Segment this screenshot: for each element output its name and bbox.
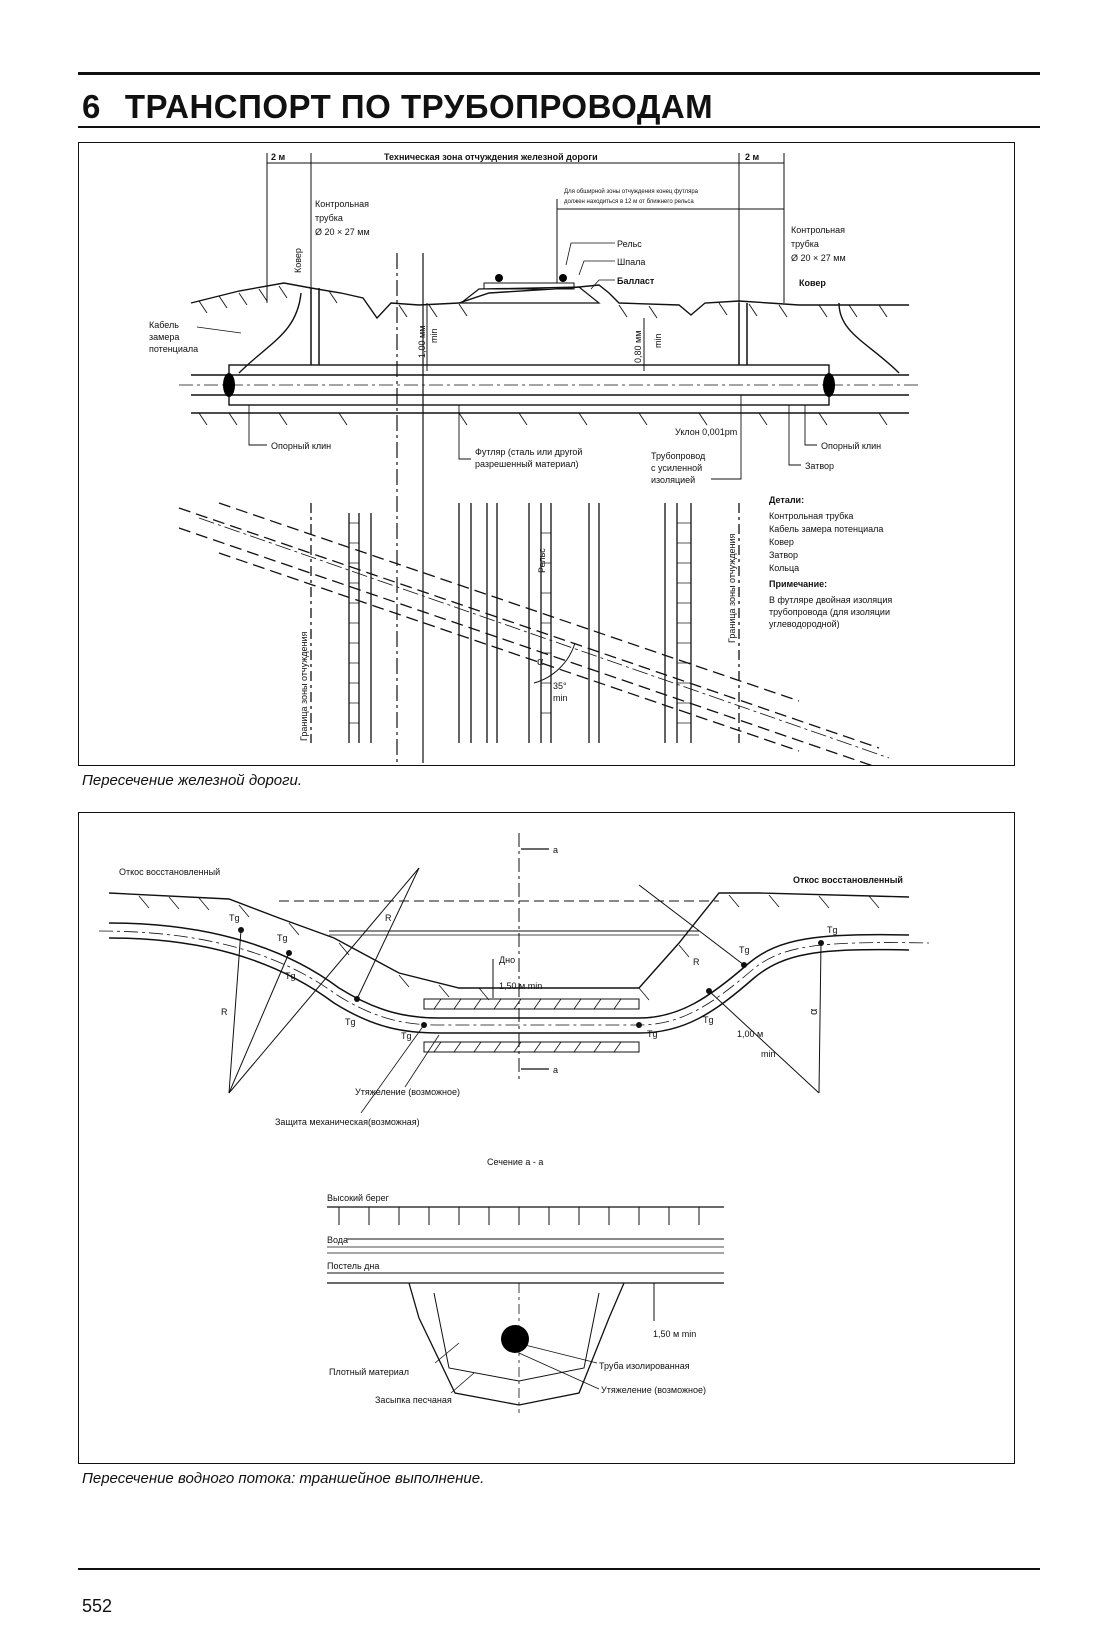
sleeper-label: Шпала	[617, 257, 645, 267]
rail-plan-label: Рельс	[537, 548, 547, 573]
zone-boundary-left: Граница зоны отчуждения	[299, 631, 309, 741]
tg-9: Tg	[827, 925, 838, 935]
ballast-label: Балласт	[617, 276, 655, 286]
tube-left-2: трубка	[315, 213, 343, 223]
pipeline-label-1: Трубопровод	[651, 451, 706, 461]
dist-min: min	[761, 1049, 776, 1059]
note-title: Примечание:	[769, 579, 827, 589]
details-item-3: Ковер	[769, 537, 794, 547]
water-crossing-drawing: а а Откос восстановленный Откос восстано…	[98, 833, 930, 1413]
railway-crossing-drawing: 2 м Техническая зона отчуждения железной…	[149, 152, 919, 769]
bottom-label: Дно	[499, 955, 515, 965]
tg-6: Tg	[647, 1029, 658, 1039]
tg-4: Tg	[345, 1017, 356, 1027]
dense-material-label: Плотный материал	[329, 1367, 409, 1377]
caption-water: Пересечение водного потока: траншейное в…	[82, 1470, 485, 1487]
depth-2-min: min	[653, 333, 663, 348]
water-label: Вода	[327, 1235, 348, 1245]
tg-8: Tg	[739, 945, 750, 955]
tg-1: Tg	[229, 913, 240, 923]
tube-left-1: Контрольная	[315, 199, 369, 209]
zone-note-1: Для обширной зоны отчуждения конец футля…	[564, 188, 699, 195]
dim-right: 2 м	[745, 152, 760, 162]
note-line-1: В футляре двойная изоляция	[769, 595, 892, 605]
tg-2: Tg	[277, 933, 288, 943]
cable-label-2: замера	[149, 332, 179, 342]
kover-vertical: Ковер	[293, 248, 303, 273]
casing-label-1: Футляр (сталь или другой	[475, 447, 582, 457]
angle-min-label: min	[553, 693, 568, 703]
slope-right-label: Откос восстановленный	[793, 875, 903, 885]
support-left: Опорный клин	[271, 441, 331, 451]
cable-label-1: Кабель	[149, 320, 179, 330]
r-2: R	[221, 1007, 228, 1017]
details-item-5: Кольца	[769, 563, 799, 573]
zone-note-2: должен находиться в 12 м от ближнего рел…	[564, 199, 694, 205]
angle-label: 35°	[553, 681, 567, 691]
zone-boundary-right: Граница зоны отчуждения	[727, 533, 737, 643]
note-line-3: углеводородной)	[769, 619, 840, 629]
figure-railway-crossing: 2 м Техническая зона отчуждения железной…	[78, 142, 1015, 769]
note-line-2: трубопровода (для изоляции	[769, 607, 890, 617]
top-rule	[78, 72, 1040, 75]
footer-rule	[78, 1568, 1040, 1570]
depth-2: 0,80 мм	[633, 331, 643, 363]
cable-label-3: потенциала	[149, 344, 198, 354]
valve-label: Затвор	[805, 461, 834, 471]
zone-label: Техническая зона отчуждения железной дор…	[384, 152, 598, 162]
high-bank-label: Высокий берег	[327, 1193, 390, 1203]
figure-water-crossing: а а Откос восстановленный Откос восстано…	[78, 812, 1015, 1464]
section-mark-bottom: а	[553, 1065, 558, 1075]
tg-5: Tg	[401, 1031, 412, 1041]
support-right: Опорный клин	[821, 441, 881, 451]
slope-label: Уклон 0,001pm	[675, 427, 737, 437]
chapter-number: 6	[82, 88, 101, 125]
depth-1: 1,00 мм	[417, 326, 427, 358]
weight2-label: Утяжеление (возможное)	[601, 1385, 706, 1395]
dist-label: 1,00 м	[737, 1029, 763, 1039]
kover-right: Ковер	[799, 278, 826, 288]
alpha-label: α	[537, 656, 544, 668]
section-title: Сечение а - а	[487, 1157, 543, 1167]
slope-left-label: Откос восстановленный	[119, 867, 220, 877]
tube-left-3: Ø 20 × 27 мм	[315, 227, 370, 237]
page-number: 552	[82, 1596, 113, 1616]
details-title: Детали:	[769, 495, 804, 505]
tube-right-2: трубка	[791, 239, 819, 249]
weight-label: Утяжеление (возможное)	[355, 1087, 460, 1097]
dim-left: 2 м	[271, 152, 286, 162]
pipe-insulated-label: Труба изолированная	[599, 1361, 690, 1371]
rail-label: Рельс	[617, 239, 642, 249]
alpha-2: α	[808, 1008, 820, 1015]
r-1: R	[385, 913, 392, 923]
tube-right-1: Контрольная	[791, 225, 845, 235]
tube-right-3: Ø 20 × 27 мм	[791, 253, 846, 263]
depth-1-min: min	[429, 328, 439, 343]
sand-fill-label: Засыпка песчаная	[375, 1395, 452, 1405]
heading-rule	[78, 126, 1040, 128]
tg-7: Tg	[703, 1015, 714, 1025]
details-item-2: Кабель замера потенциала	[769, 524, 883, 534]
casing-label-2: разрешенный материал)	[475, 459, 579, 469]
chapter-title: ТРАНСПОРТ ПО ТРУБОПРОВОДАМ	[124, 88, 714, 125]
bed-label: Постель дна	[327, 1261, 379, 1271]
chapter-heading: 6 ТРАНСПОРТ ПО ТРУБОПРОВОДАМ	[82, 88, 713, 126]
depth2-label: 1,50 м min	[653, 1329, 696, 1339]
depth-label: 1,50 м min	[499, 981, 542, 991]
protection-label: Защита механическая(возможная)	[275, 1117, 420, 1127]
section-mark-top: а	[553, 845, 558, 855]
details-item-4: Затвор	[769, 550, 798, 560]
pipeline-label-3: изоляцией	[651, 475, 695, 485]
pipeline-label-2: с усиленной	[651, 463, 702, 473]
r-3: R	[693, 957, 700, 967]
caption-railway: Пересечение железной дороги.	[82, 772, 303, 789]
tg-3: Tg	[285, 971, 296, 981]
details-item-1: Контрольная трубка	[769, 511, 853, 521]
